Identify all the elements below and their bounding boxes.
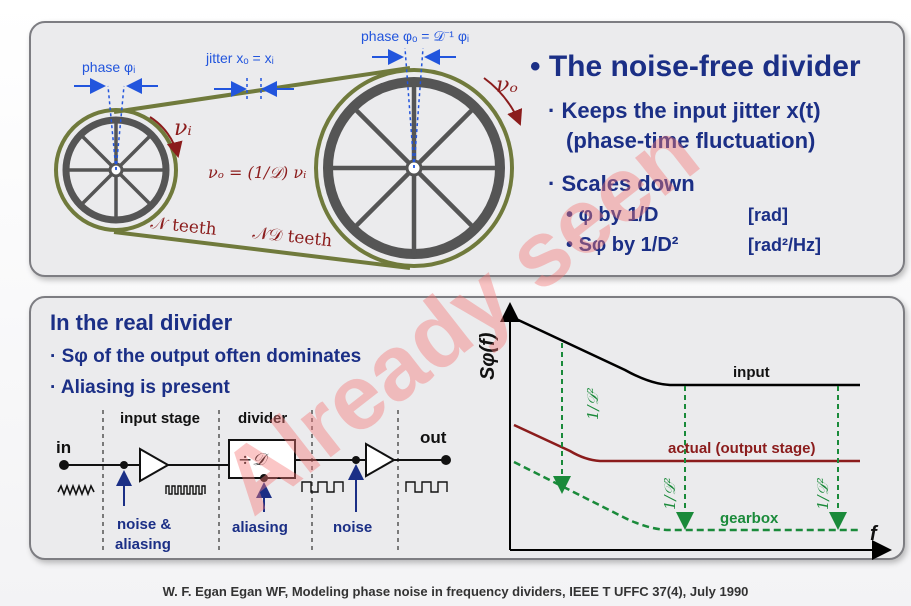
noise-waveform [57,483,95,497]
phase-out-label: phase φₒ = 𝒟⁻¹ φᵢ [361,28,469,44]
rotation-arrow-small [149,116,183,158]
citation-caption: W. F. Egan Egan WF, Modeling phase noise… [162,584,749,599]
noise-aliasing-label-2: aliasing [115,536,171,553]
bottom-panel [29,296,905,560]
bottom-bullet-1: · Sφ of the output often dominates [50,346,361,367]
jitter-marker [214,78,294,100]
block-diagram: input stage divider in ÷𝒟 out noise & al… [56,410,451,553]
top-text-block: • The noise-free divider · Keeps the inp… [530,50,861,256]
relation-label: νₒ = (1/𝒟) νᵢ [208,163,306,182]
aliasing-label: aliasing [232,519,288,536]
phase-in-label: phase φᵢ [82,59,135,75]
sub-bullet-1: • φ by 1/D [566,204,658,226]
sub-bullet-1-unit: [rad] [748,205,788,225]
curve-gearbox [513,460,860,532]
plot-ylabel: Sφ(f) [477,332,499,380]
noise-plot: Sφ(f) f 1/𝒟² 1/𝒟² 1/𝒟² input actual (out… [477,302,892,560]
actual-curve-label: actual (output stage) [668,440,816,457]
teeth-big-label: 𝒩𝒟 teeth [251,223,333,251]
jitter-label: jitter xₒ = xᵢ [205,50,274,66]
ratio-label-2: 1/𝒟² [661,477,679,510]
sub-bullet-2: • Sφ by 1/D² [566,234,679,256]
out-label: out [420,428,447,447]
plot-xlabel: f [870,523,879,545]
stage-divider-label: divider [238,410,287,427]
noise-aliasing-label-1: noise & [117,516,171,533]
top-bullet-2: · Scales down [548,171,695,196]
divided-square-wave-2 [405,481,448,493]
divider-symbol: ÷𝒟 [238,450,269,470]
top-bullet-1b: (phase-time fluctuation) [566,128,815,153]
top-title: • The noise-free divider [530,50,861,83]
nu-i-label: νᵢ [174,116,192,141]
gearbox-curve-label: gearbox [720,510,779,527]
rotation-arrow-large [483,77,523,126]
nu-o-label: νₒ [496,73,518,98]
sub-bullet-2-unit: [rad²/Hz] [748,235,821,255]
bottom-title: In the real divider [50,310,233,335]
bottom-bullet-2: · Aliasing is present [50,377,231,398]
ratio-label-3: 1/𝒟² [814,477,832,510]
ratio-label-1: 1/𝒟² [584,387,602,420]
output-amplifier [365,442,397,478]
input-curve-label: input [733,364,770,381]
top-bullet-1: · Keeps the input jitter x(t) [548,98,821,123]
input-amplifier [139,447,171,483]
phase-in-marker [74,78,158,171]
divided-square-wave-1 [301,481,344,493]
curve-actual [513,423,860,463]
stage-input-label: input stage [120,410,200,427]
in-label: in [56,438,71,457]
phase-out-marker [372,47,456,169]
fast-square-wave [165,485,206,495]
curve-input [513,316,860,387]
large-gear [323,77,505,259]
noise-label: noise [333,519,372,536]
